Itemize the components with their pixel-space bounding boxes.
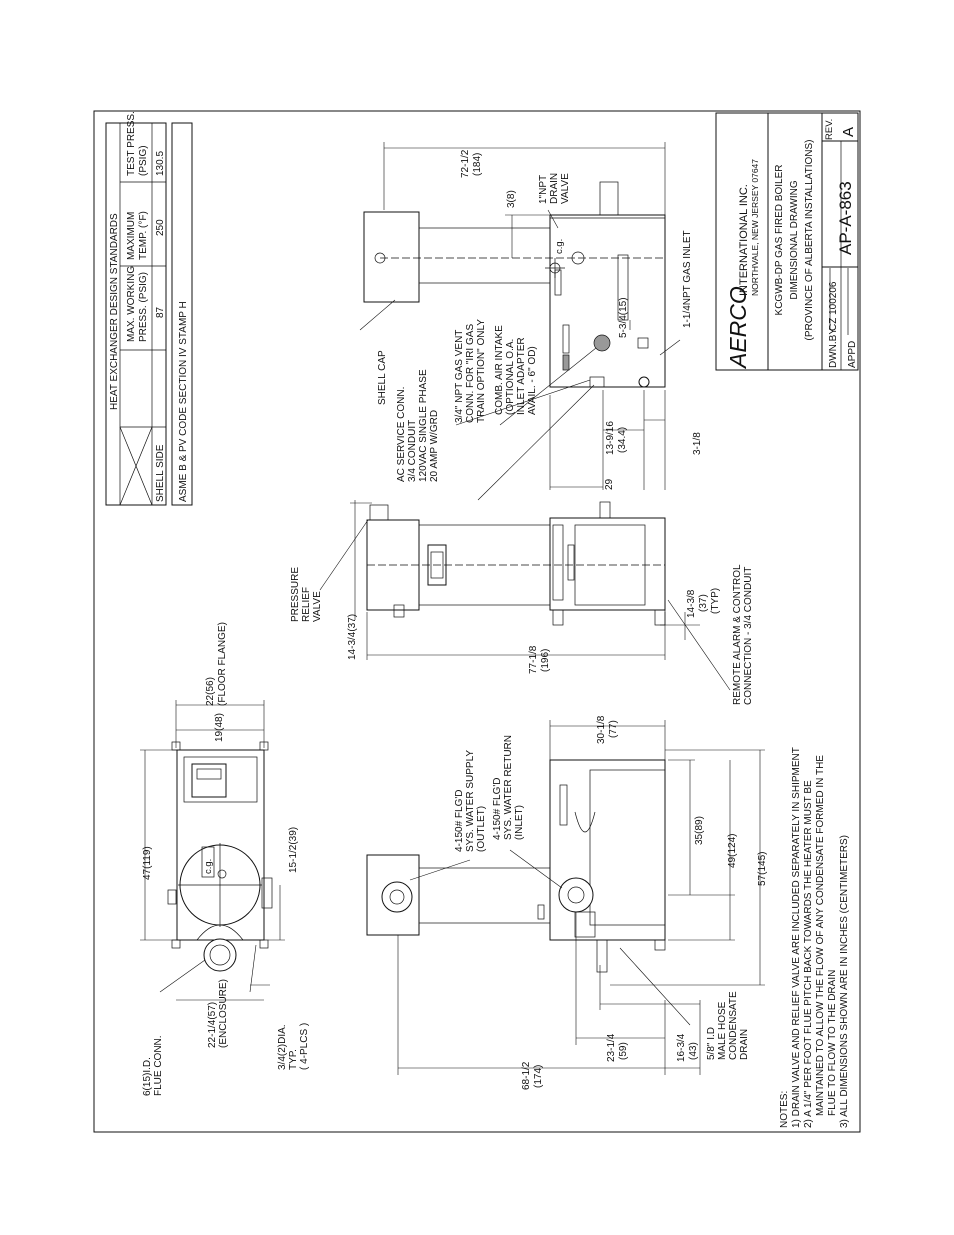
side-dim-14-3-4: 14-3/4(37)	[347, 614, 358, 660]
side-dim-14-3-8-2: (37)	[698, 594, 709, 612]
drawn-by-label: DWN.BY	[828, 328, 839, 368]
table-cell-press: 87	[155, 306, 166, 318]
front-dim-57: 57(145)	[757, 852, 768, 886]
drawing-border	[93, 110, 861, 1133]
drawing-description-line1: KCGWB-DP GAS FIRED BOILER	[774, 165, 785, 316]
design-standards-table: HEAT EXCHANGER DESIGN STANDARDS MAX. WOR…	[105, 111, 193, 506]
table-title: HEAT EXCHANGER DESIGN STANDARDS	[109, 213, 120, 410]
top-dim-overall-length: 47(119)	[142, 846, 153, 880]
front-dim-23-1: 23-1/4	[606, 1033, 617, 1062]
top-dim-centerline: 15-1/2(39)	[288, 827, 299, 873]
rear-dim-3-1-8: 3-1/8	[692, 432, 703, 455]
front-dim-68-2: (174)	[533, 1065, 544, 1088]
enclosure-label: 22-1/4(57)(ENCLOSURE)	[207, 979, 229, 1048]
approved-label: APPD	[847, 341, 858, 368]
top-cg-mark: c.g.	[203, 859, 214, 874]
drawn-by-value: CZ 100206	[828, 281, 839, 331]
side-dim-77-2: (196)	[540, 649, 551, 672]
drawing-description-line3: (PROVINCE OF ALBERTA INSTALLATIONS)	[804, 140, 815, 341]
rear-dim-72-1: 72-1/2	[460, 149, 471, 178]
front-dim-35: 35(89)	[694, 816, 705, 845]
title-block: AERCO INTERNATIONAL INC. NORTHVALE, NEW …	[715, 112, 859, 371]
flue-conn-label: 6(15)I.D.FLUE CONN.	[142, 1035, 164, 1096]
company-address: NORTHVALE, NEW JERSEY 07647	[750, 159, 760, 296]
note-2c: FLUE TO FLOW TO THE DRAIN	[827, 970, 838, 1116]
front-dim-68-1: 68-1/2	[521, 1061, 532, 1090]
prv-label: PRESSURERELIEFVALVE	[290, 567, 323, 622]
rear-dim-13-1: 13-9/16	[605, 421, 616, 455]
ac-service-label: AC SERVICE CONN.3/4 CONDUIT120VAC SINGLE…	[396, 369, 440, 482]
side-dim-77-1: 77-1/8	[528, 645, 539, 674]
top-view: 47(119) 19(48) 22(56) (FLOOR FLANGE) 15-…	[140, 622, 310, 1096]
revision-value: A	[840, 127, 857, 137]
company-name: INTERNATIONAL INC.	[738, 184, 750, 296]
condensate-drain-label: 5/8" I.DMALE HOSECONDENSATEDRAIN	[706, 991, 750, 1060]
drain-valve-label: 1"NPTDRAINVALVE	[538, 173, 571, 204]
note-3: 3) ALL DIMENSIONS SHOWN ARE IN INCHES (C…	[839, 835, 850, 1128]
table-cell-test: 130.5	[155, 151, 166, 176]
note-2a: 2) A 1/4" PER FOOT FLUE PITCH BACK TOWAR…	[803, 780, 814, 1128]
rear-dim-5-3-4: 5-3/4(15)	[618, 297, 629, 338]
return-flange-label: 4-150# FLG'DSYS. WATER RETURN(INLET)	[492, 735, 525, 840]
supply-flange-label: 4-150# FLG'DSYS. WATER SUPPLY(OUTLET)	[454, 750, 487, 852]
table-cell-temp: 250	[155, 219, 166, 236]
notes-heading: NOTES:	[779, 1091, 790, 1128]
asme-code-note: ASME B & PV CODE SECTION IV STAMP H	[178, 301, 189, 502]
side-view: PRESSURERELIEFVALVE 14-3/4(37) 77-1/8 (1…	[290, 500, 754, 705]
notes-block: NOTES: 1) DRAIN VALVE AND RELIEF VALVE A…	[779, 747, 850, 1128]
company-logo: AERCO	[725, 286, 751, 370]
front-view: 4-150# FLG'DSYS. WATER SUPPLY(OUTLET) 4-…	[366, 715, 768, 1090]
drawing-number: AP-A-863	[836, 181, 855, 255]
front-dim-49: 49(124)	[727, 834, 738, 868]
note-2b: MAINTAINED TO ALLOW THE FLOW OF ANY COND…	[815, 755, 826, 1116]
front-dim-depth-2: (77)	[608, 720, 619, 738]
mounting-hole-label: 3/4(2)DIA.TYP.( 4-PLCS )	[277, 1023, 310, 1070]
table-header-max-working-press: MAX. WORKINGPRESS. (PSIG)	[126, 266, 149, 342]
front-dim-16-2: (43)	[688, 1042, 699, 1060]
rear-view: AC SERVICE CONN.3/4 CONDUIT120VAC SINGLE…	[359, 142, 703, 501]
top-dim-floor-flange-1: 22(56)	[205, 677, 216, 706]
table-header-test-press: TEST PRESS.(PSIG)	[126, 111, 149, 176]
front-dim-23-2: (59)	[618, 1042, 629, 1060]
rear-dim-3: 3(8)	[506, 190, 517, 208]
rear-dim-72-2: (184)	[472, 153, 483, 176]
top-dim-floor-flange-2: (FLOOR FLANGE)	[217, 622, 228, 706]
note-1: 1) DRAIN VALVE AND RELIEF VALVE ARE INCL…	[791, 747, 802, 1128]
comb-air-intake-label: COMB. AIR INTAKE(OPTIONAL O.A.INLET ADAP…	[494, 325, 538, 415]
remote-alarm-label: REMOTE ALARM & CONTROLCONNECTION - 3/4 C…	[732, 564, 754, 705]
front-dim-16-1: 16-3/4	[676, 1033, 687, 1062]
gas-vent-label: 3/4" NPT GAS VENTCONN. FOR "IRI GASTRAIN…	[454, 319, 487, 423]
table-header-max-temp: MAXIMUMTEMP. (°F)	[126, 211, 149, 260]
rear-dim-13-2: (34.4)	[617, 427, 628, 453]
side-dim-14-3-8-3: (TYP)	[710, 588, 721, 614]
gas-inlet-label: 1-1/4NPT GAS INLET	[682, 230, 693, 328]
shell-cap-label: SHELL CAP	[377, 350, 388, 405]
side-dim-14-3-8-1: 14-3/8	[686, 589, 697, 618]
drawing-description-line2: DIMENSIONAL DRAWING	[789, 180, 800, 299]
revision-label: REV.	[824, 119, 835, 140]
rear-cg-mark: c.g.	[554, 239, 565, 254]
top-dim-width: 19(48)	[214, 713, 225, 742]
table-row-label: SHELL SIDE	[155, 444, 166, 502]
rear-dim-29: 29	[604, 478, 615, 490]
front-dim-depth-1: 30-1/8	[596, 715, 607, 744]
